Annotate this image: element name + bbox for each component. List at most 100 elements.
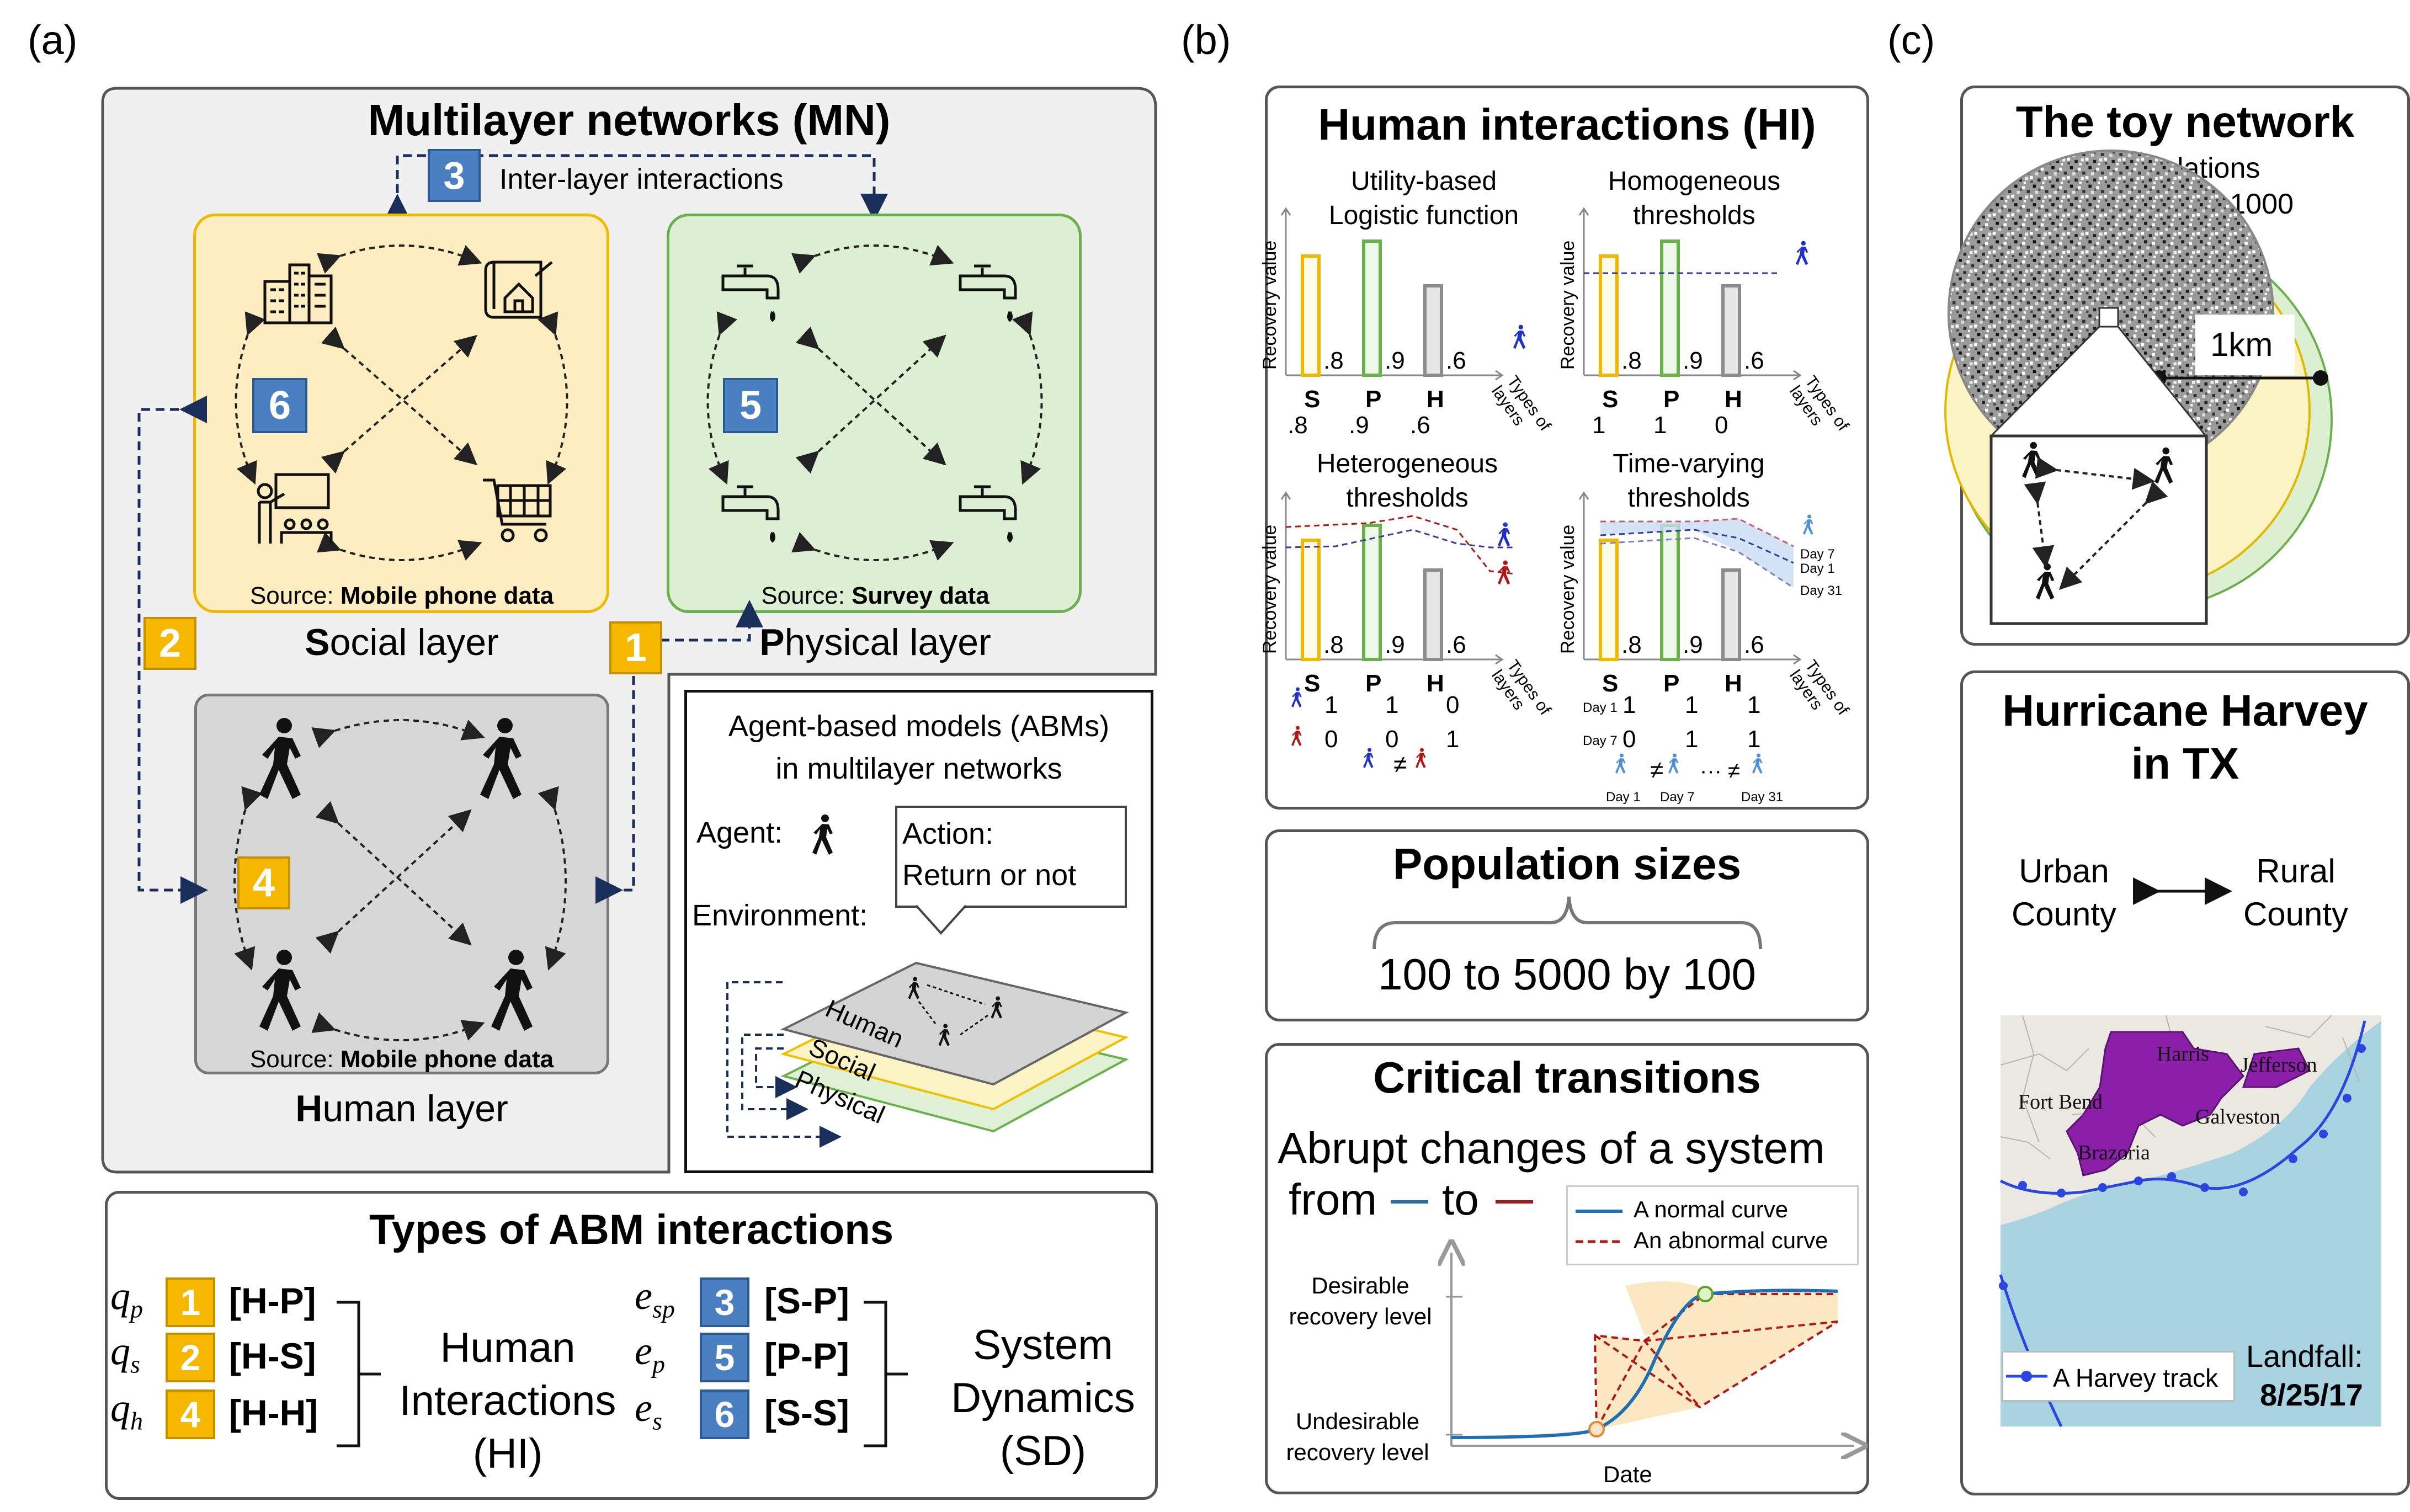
category-label: H bbox=[1725, 670, 1742, 697]
sd-type-label: [P-P] bbox=[764, 1335, 849, 1376]
hi-badge: 4 bbox=[166, 1389, 215, 1439]
legend-abnormal: An abnormal curve bbox=[1634, 1227, 1828, 1253]
mn-title: Multilayer networks (MN) bbox=[368, 95, 891, 145]
walker-icon bbox=[491, 950, 533, 1031]
row-value-day1: 1 bbox=[1685, 691, 1698, 718]
bar bbox=[1423, 568, 1443, 661]
abm-agent-label: Agent: bbox=[696, 816, 783, 849]
walker-icon bbox=[1363, 748, 1374, 768]
day-label: Day 31 bbox=[1800, 583, 1842, 598]
sd-type-label: [S-P] bbox=[764, 1280, 849, 1321]
county-harris: Harris bbox=[2157, 1042, 2209, 1066]
category-label: S bbox=[1602, 386, 1618, 413]
row-value-blue: 1 bbox=[1385, 691, 1398, 718]
row-label: Day 7 bbox=[1583, 733, 1618, 748]
abnormal-dash bbox=[1496, 1200, 1533, 1204]
x-arrow bbox=[1793, 370, 1802, 381]
faucet-icon bbox=[959, 264, 1017, 322]
bar-value-label: .9 bbox=[1385, 347, 1405, 374]
legend-swatches bbox=[1576, 1210, 1622, 1243]
row-value: .9 bbox=[1349, 412, 1369, 439]
faucet-icon bbox=[721, 485, 780, 543]
category-label: H bbox=[1725, 386, 1742, 413]
neq-sign: ≠ bbox=[1393, 751, 1407, 778]
day-label: Day 7 bbox=[1800, 547, 1835, 562]
neq-sign: ≠ bbox=[1650, 757, 1663, 784]
inter-layer-label: Inter-layer interactions bbox=[499, 163, 784, 195]
x-arrow bbox=[1495, 654, 1504, 665]
walker-icon bbox=[1498, 522, 1510, 547]
foot-day: Day 1 bbox=[1606, 790, 1641, 805]
toy-scale-label: 1km bbox=[2210, 326, 2273, 363]
sd-type-label: [S-S] bbox=[764, 1392, 849, 1433]
bar bbox=[1423, 284, 1443, 377]
faucet-icon bbox=[721, 264, 780, 322]
bar bbox=[1362, 524, 1382, 661]
human-source: Source: Mobile phone data bbox=[249, 1046, 554, 1073]
county-jefferson: Jefferson bbox=[2241, 1053, 2317, 1077]
hi-symbol: qs bbox=[110, 1329, 140, 1378]
bar bbox=[1660, 524, 1680, 661]
row-value-day1: 1 bbox=[1747, 691, 1760, 718]
faucet-icon bbox=[959, 485, 1017, 543]
bar-value-label: .6 bbox=[1744, 631, 1764, 658]
y-arrow bbox=[1578, 207, 1589, 216]
landfall-date: 8/25/17 bbox=[2260, 1377, 2363, 1412]
bar-value-label: .8 bbox=[1323, 631, 1344, 658]
bar bbox=[1721, 568, 1741, 661]
hi-type-label: [H-P] bbox=[229, 1280, 316, 1321]
layer-stack bbox=[726, 961, 1129, 1148]
environment-label: Environment: bbox=[692, 899, 868, 932]
legend-normal: A normal curve bbox=[1634, 1196, 1789, 1222]
walker-icon bbox=[1291, 726, 1302, 746]
row-value: 1 bbox=[1592, 412, 1605, 439]
toy-title: The toy network bbox=[2015, 97, 2355, 146]
human-badge: 4 bbox=[237, 856, 290, 909]
y-arrow bbox=[1578, 491, 1589, 500]
foot-day: Day 31 bbox=[1741, 790, 1783, 805]
day-label: Day 1 bbox=[1800, 561, 1835, 576]
types-title: Types of ABM interactions bbox=[369, 1206, 894, 1253]
hi-symbol: qh bbox=[110, 1386, 143, 1435]
panel-label-c: (c) bbox=[1887, 17, 1935, 63]
threshold-day7 bbox=[1600, 518, 1794, 547]
landfall-label: Landfall: bbox=[2246, 1339, 2363, 1373]
county-brazoria: Brazoria bbox=[2078, 1141, 2150, 1164]
teacher-icon bbox=[257, 473, 333, 544]
bar bbox=[1660, 239, 1680, 377]
threshold-band bbox=[1600, 519, 1794, 588]
social-badge: 6 bbox=[252, 378, 307, 433]
sd-symbol: es bbox=[635, 1386, 662, 1435]
sd-symbol: esp bbox=[635, 1274, 675, 1323]
category-label: P bbox=[1663, 386, 1679, 413]
action-callout bbox=[895, 806, 1127, 908]
track-legend-label: A Harvey track bbox=[2053, 1364, 2219, 1392]
badge-1: 1 bbox=[609, 621, 662, 674]
category-label: S bbox=[1304, 386, 1320, 413]
action-label: Action: bbox=[902, 817, 994, 850]
sd-badge: 5 bbox=[700, 1333, 749, 1382]
row-value-red: 0 bbox=[1324, 726, 1338, 753]
row-value: .6 bbox=[1410, 412, 1430, 439]
county-galveston: Galveston bbox=[2195, 1105, 2281, 1128]
category-label: P bbox=[1365, 670, 1381, 697]
threshold-day1 bbox=[1600, 529, 1794, 564]
panel-label-a: (a) bbox=[28, 17, 78, 63]
category-label: S bbox=[1602, 670, 1618, 697]
foot-day: Day 7 bbox=[1660, 790, 1695, 805]
walker-icon bbox=[1668, 753, 1679, 774]
bar bbox=[1301, 254, 1321, 377]
row-value: 0 bbox=[1715, 412, 1728, 439]
category-label: H bbox=[1427, 670, 1444, 697]
x-arrow bbox=[1793, 654, 1802, 665]
crit-legend bbox=[1566, 1185, 1859, 1265]
normal-dash bbox=[1391, 1200, 1428, 1204]
